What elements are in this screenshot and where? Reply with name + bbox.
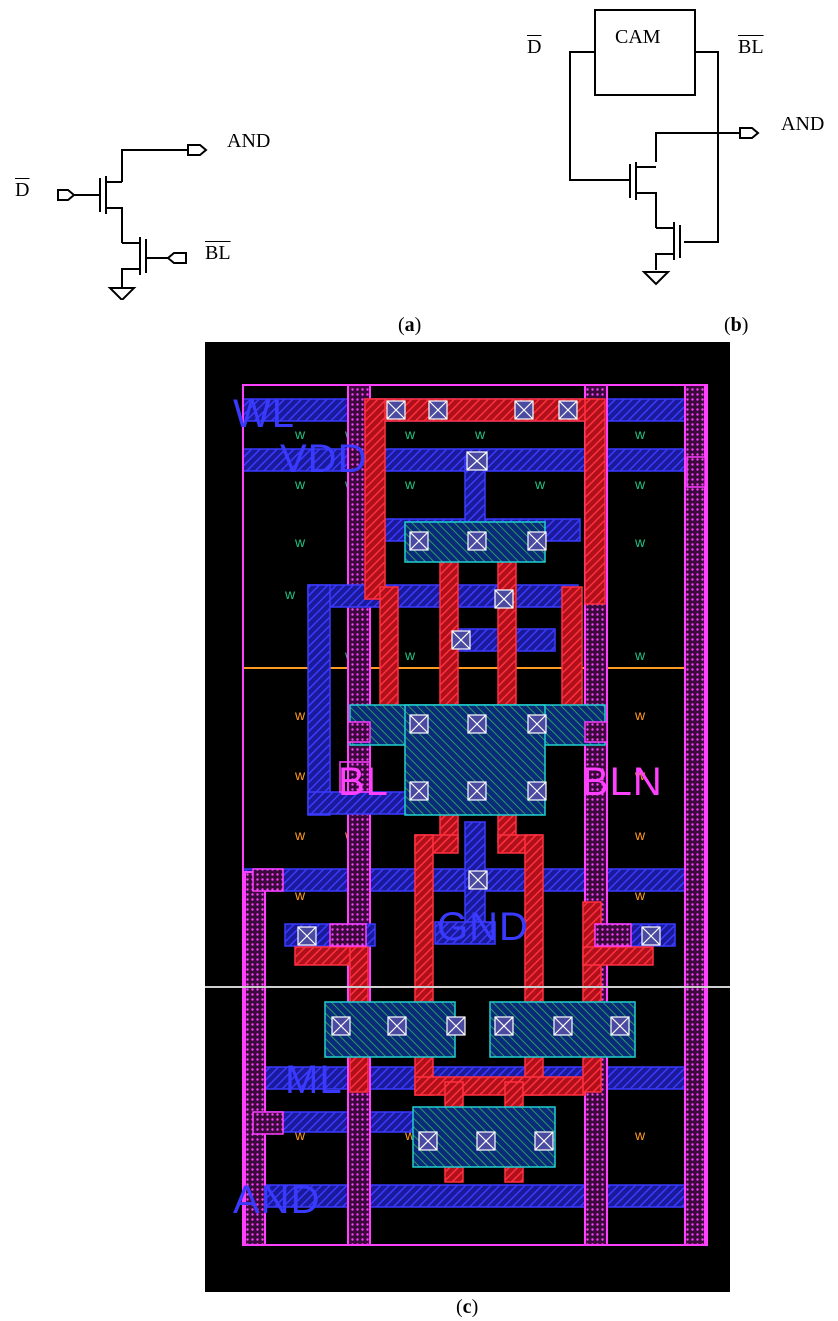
svg-text:w: w [634,426,646,442]
via-pads [252,456,706,1135]
schematic-b [569,9,760,286]
schematic-b-and-port-icon [739,127,760,139]
schematic-a-d-port-icon [57,189,76,201]
svg-text:w: w [534,476,546,492]
svg-text:w: w [634,476,646,492]
schematic-a-and-port-icon [187,144,208,156]
layout-label-ml: ML [285,1058,343,1102]
svg-text:w: w [404,647,416,663]
cam-label: CAM [615,26,661,48]
contact [386,400,406,420]
svg-text:w: w [294,827,306,843]
svg-text:w: w [404,426,416,442]
layout-label-gnd: GND [437,905,529,949]
schematic-b-d-label: D [527,36,542,58]
schematic-a-and-label: AND [227,130,271,152]
svg-text:w: w [474,426,486,442]
cam-block [594,9,696,96]
schematic-b-and-wire [655,132,740,162]
svg-text:w: w [294,534,306,550]
schematic-b-bl-wire [684,51,719,243]
layout-label-vdd: VDD [280,437,368,481]
contacts [297,400,661,1151]
right-metal2-rail [684,384,708,1246]
schematic-a-d-label: D [15,179,30,201]
caption-b: (b) [724,314,749,336]
svg-text:w: w [634,1127,646,1143]
layout-label-wl: WL [233,392,295,436]
schematic-a-ground-icon [107,287,137,300]
svg-text:w: w [294,476,306,492]
layout-label-bln: BLN [582,760,663,804]
schematic-a-bl-label: BL [205,242,231,264]
svg-text:w: w [294,767,306,783]
svg-text:w: w [404,476,416,492]
schematic-b-t1-source [636,192,657,228]
svg-text:w: w [634,767,646,783]
cell-boundary [242,384,706,1246]
svg-text:w: w [294,707,306,723]
schematic-b-bl-label: BL [738,36,764,58]
schematic-b-t2-source [655,253,674,270]
schematics [57,9,760,300]
schematic-b-and-label: AND [781,113,825,135]
svg-text:w: w [634,534,646,550]
svg-text:w: w [294,426,306,442]
caption-c: (c) [456,1296,479,1318]
layout-label-and: AND [233,1178,321,1222]
svg-text:w: w [284,586,296,602]
schematic-a-and-wire [121,149,188,182]
schematic-b-ground-icon [641,271,671,286]
svg-text:w: w [634,707,646,723]
schematic-a-t2-source [121,268,140,288]
schematic-a [57,144,208,300]
layout-label-bl: BL [338,760,389,804]
svg-text:w: w [634,827,646,843]
svg-text:w: w [634,647,646,663]
schematic-a-bl-port-icon [166,252,187,264]
caption-a: (a) [398,314,422,336]
schematic-a-t1-source [106,207,123,243]
schematic-b-d-wire [569,51,630,181]
